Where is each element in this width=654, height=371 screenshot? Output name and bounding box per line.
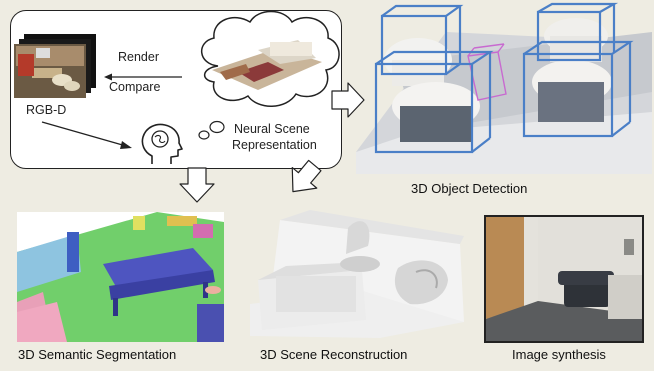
rgbd-label: RGB-D (26, 103, 67, 117)
thought-bubble-small (198, 120, 225, 140)
arrow-down (179, 167, 215, 203)
rgbd-to-brain-arrow (41, 121, 132, 149)
rgbd-image-stack (14, 34, 96, 98)
semantic-segmentation-image (17, 212, 224, 342)
compare-label: Compare (109, 80, 161, 94)
brain-head-icon (141, 123, 183, 164)
caption-detection: 3D Object Detection (411, 181, 528, 196)
scene-reconstruction-image (250, 210, 464, 338)
object-detection-image (356, 2, 652, 174)
arrow-to-detection (331, 82, 365, 118)
arrow-down-left (291, 159, 322, 193)
caption-reconstruction: 3D Scene Reconstruction (260, 347, 408, 362)
caption-synthesis: Image synthesis (512, 347, 606, 362)
caption-segmentation: 3D Semantic Segmentation (18, 347, 177, 362)
render-label: Render (118, 50, 159, 64)
render-arrow (104, 73, 182, 81)
scene-label-line1: Neural Scene (234, 122, 310, 136)
scene-label-line2: Representation (232, 138, 317, 152)
scene-cloud (201, 10, 340, 107)
image-synthesis-image (484, 215, 644, 343)
